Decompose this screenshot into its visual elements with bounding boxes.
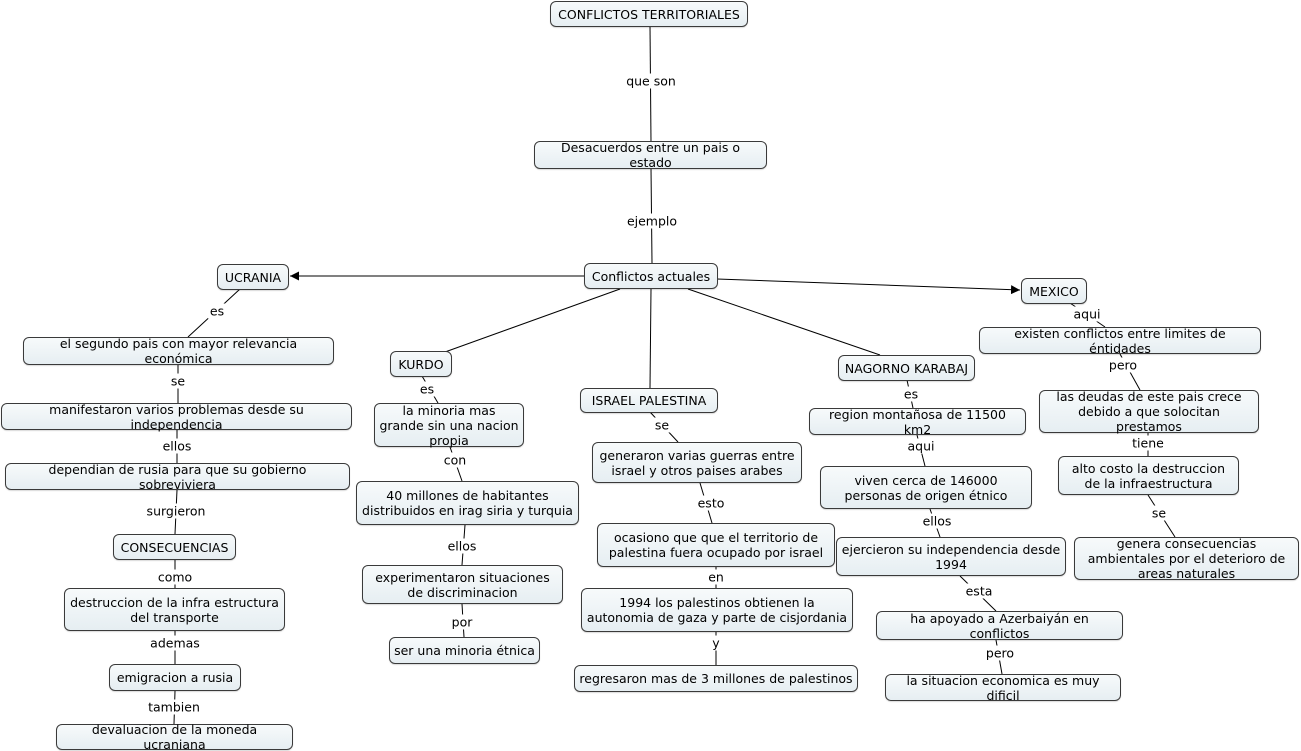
node-israel-palestina[interactable]: ISRAEL PALESTINA [580, 388, 718, 413]
link-actuales-israel [649, 288, 652, 389]
phrase-ucr-surgieron: surgieron [144, 503, 208, 519]
node-ucrania-relevancia[interactable]: el segundo pais con mayor relevancia eco… [23, 336, 334, 366]
node-nagorno-region[interactable]: region montañosa de 11500 km2 [809, 407, 1026, 437]
phrase-nag-esta: esta [963, 583, 995, 599]
node-israel-guerras[interactable]: generaron varias guerras entre israel y … [592, 442, 802, 483]
phrase-nag-aqui: aqui [905, 438, 937, 454]
node-desacuerdos[interactable]: Desacuerdos entre un pais o estado [534, 140, 767, 170]
node-nagorno-personas[interactable]: viven cerca de 146000 personas de origen… [820, 466, 1032, 509]
node-consecuencias[interactable]: CONSECUENCIAS [113, 534, 236, 560]
node-nagorno-karabaj[interactable]: NAGORNO KARABAJ [838, 355, 975, 381]
phrase-ucr-ellos: ellos [160, 438, 194, 454]
phrase-ucr-es: es [207, 303, 227, 319]
node-nagorno-independencia[interactable]: ejercieron su independencia desde 1994 [836, 537, 1066, 576]
node-kurdo-habitantes[interactable]: 40 millones de habitantes distribuidos e… [356, 481, 579, 525]
node-ucrania[interactable]: UCRANIA [217, 264, 289, 290]
node-israel-autonomia[interactable]: 1994 los palestinos obtienen la autonomi… [581, 588, 853, 632]
node-israel-regresaron[interactable]: regresaron mas de 3 millones de palestin… [574, 665, 858, 692]
phrase-ucr-como: como [155, 569, 195, 585]
node-conflictos-actuales[interactable]: Conflictos actuales [584, 263, 718, 289]
phrase-mex-tiene: tiene [1130, 435, 1166, 451]
phrase-kur-con: con [441, 452, 469, 468]
link-actuales-nagorno [687, 288, 881, 356]
phrase-ucr-se: se [168, 373, 188, 389]
node-israel-ocupado[interactable]: ocasiono que que el territorio de palest… [597, 523, 835, 567]
link-actuales-kurdo [444, 288, 621, 353]
node-kurdo-etnica[interactable]: ser una minoria étnica [389, 637, 540, 664]
node-mexico-deudas[interactable]: las deudas de este pais crece debido a q… [1039, 389, 1259, 434]
phrase-kur-es: es [417, 381, 437, 397]
node-kurdo-minoria[interactable]: la minoria mas grande sin una nacion pro… [374, 403, 524, 448]
phrase-ejemplo: ejemplo [624, 213, 680, 229]
phrase-ucr-ademas: ademas [148, 635, 202, 651]
node-nagorno-situacion[interactable]: la situacion economica es muy dificil [885, 673, 1121, 703]
phrase-nag-ellos: ellos [920, 513, 954, 529]
node-ucrania-devaluacion[interactable]: devaluacion de la moneda ucraniana [56, 722, 293, 751]
phrase-mex-aqui: aqui [1071, 306, 1103, 322]
node-mexico-costo[interactable]: alto costo la destruccion de la infraest… [1058, 456, 1239, 495]
phrase-kur-ellos: ellos [445, 538, 479, 554]
phrase-isr-se: se [652, 417, 672, 433]
node-ucrania-emigracion[interactable]: emigracion a rusia [109, 664, 241, 691]
node-ucrania-rusia[interactable]: dependian de rusia para que su gobierno … [5, 462, 350, 492]
phrase-mex-pero: pero [1106, 357, 1140, 373]
phrase-nag-es: es [901, 386, 921, 402]
node-mexico-ambientales[interactable]: genera consecuencias ambientales por el … [1074, 536, 1299, 581]
link-actuales-mexico [716, 278, 1021, 295]
phrase-ucr-tambien: tambien [146, 699, 202, 715]
phrase-isr-esto: esto [695, 495, 727, 511]
node-ucrania-problemas[interactable]: manifestaron varios problemas desde su i… [1, 402, 352, 432]
node-kurdo-discriminacion[interactable]: experimentaron situaciones de discrimina… [362, 565, 563, 604]
node-ucrania-transporte[interactable]: destruccion de la infra estructura del t… [64, 588, 285, 631]
node-kurdo[interactable]: KURDO [390, 351, 452, 377]
phrase-isr-en: en [706, 569, 726, 585]
node-mexico[interactable]: MEXICO [1021, 278, 1087, 304]
phrase-isr-y: y [710, 635, 722, 651]
node-nagorno-azerbaiyan[interactable]: ha apoyado a Azerbaiyán en conflictos [876, 611, 1123, 641]
phrase-nag-pero: pero [983, 645, 1017, 661]
phrase-kur-por: por [449, 614, 475, 630]
node-mexico-limites[interactable]: existen conflictos entre limites de énti… [979, 326, 1261, 356]
node-conflictos-territoriales[interactable]: CONFLICTOS TERRITORIALES [550, 1, 748, 27]
phrase-que-son: que son [624, 73, 678, 89]
phrase-mex-se: se [1149, 505, 1169, 521]
